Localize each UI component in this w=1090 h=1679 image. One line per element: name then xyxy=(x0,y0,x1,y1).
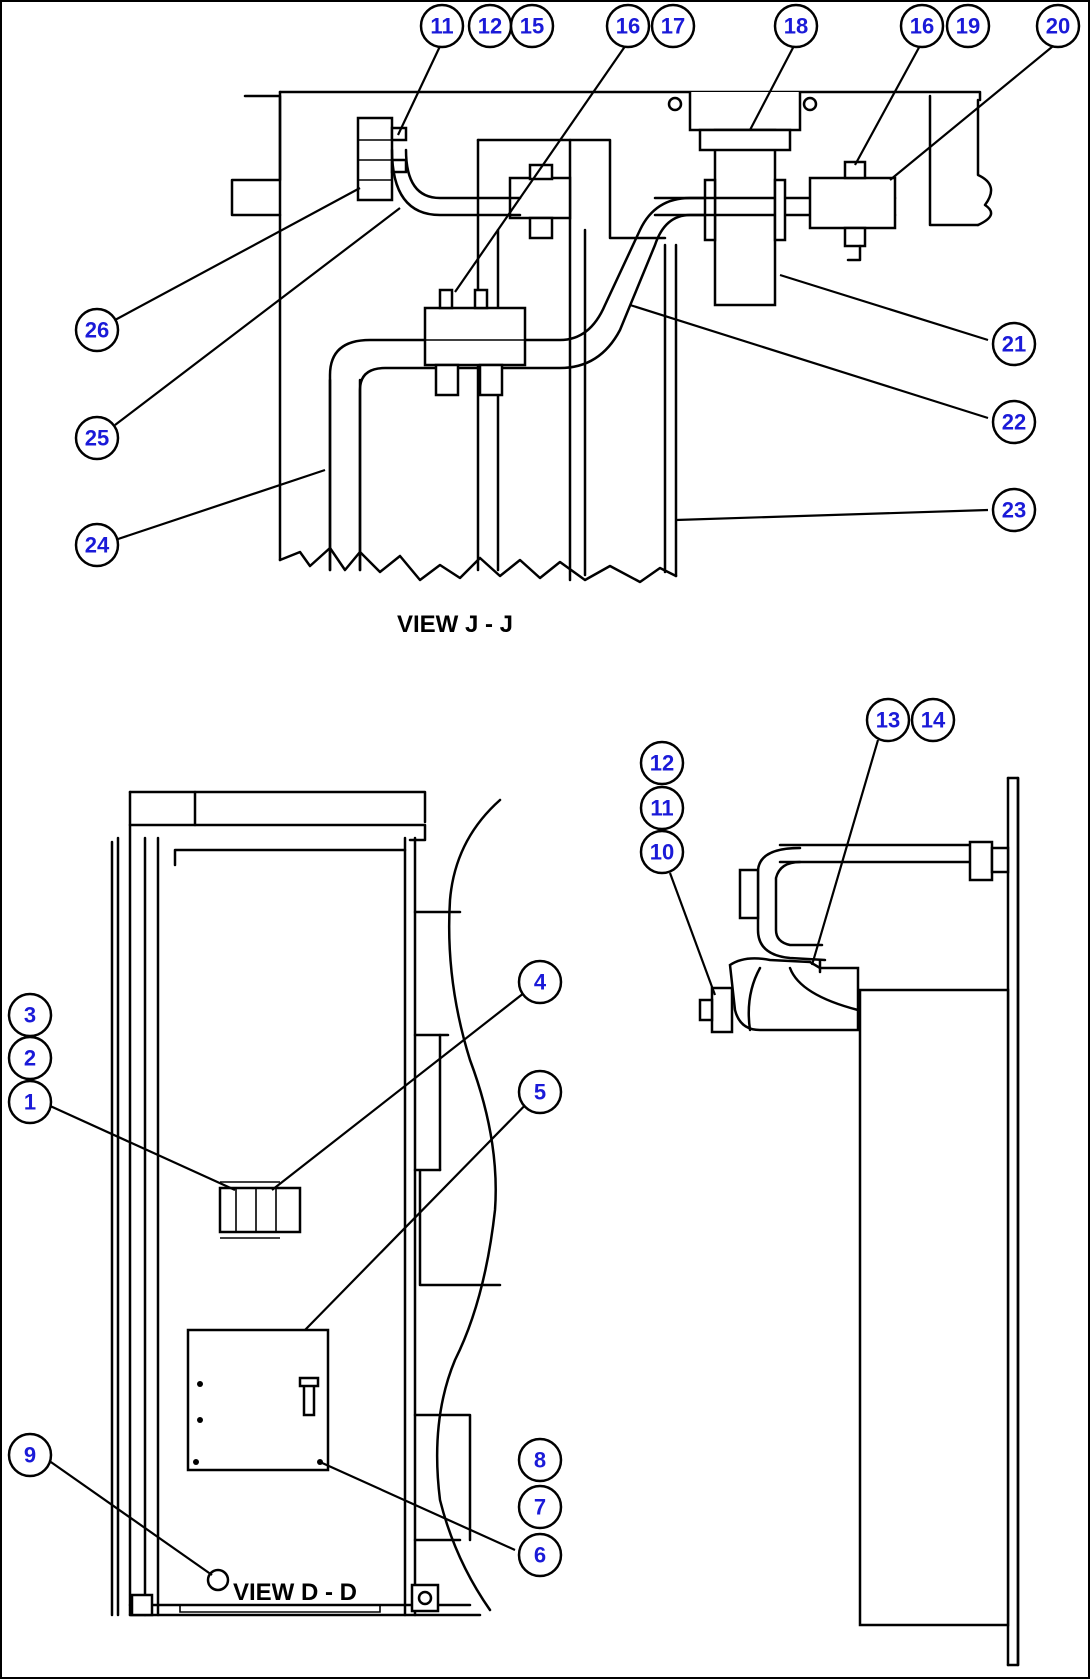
svg-text:15: 15 xyxy=(520,14,544,39)
svg-text:2: 2 xyxy=(24,1046,36,1071)
callout-25: 25 xyxy=(74,415,120,461)
callout-26: 26 xyxy=(74,307,120,353)
svg-text:4: 4 xyxy=(534,970,547,995)
callout-21: 21 xyxy=(991,321,1037,367)
view-j-j-leaders xyxy=(114,41,1059,542)
callout-7: 7 xyxy=(517,1484,563,1530)
callout-11: 11 xyxy=(639,785,685,831)
callout-10: 10 xyxy=(639,829,685,875)
view-d-d-leaders xyxy=(47,981,539,1576)
callout-20: 20 xyxy=(1035,3,1081,49)
svg-text:17: 17 xyxy=(661,14,685,39)
view-j-j-label: VIEW J - J xyxy=(397,611,513,638)
svg-text:14: 14 xyxy=(921,708,946,733)
svg-text:6: 6 xyxy=(534,1543,546,1568)
callout-16: 16 xyxy=(899,3,945,49)
side-detail-leaders xyxy=(668,739,880,996)
svg-text:8: 8 xyxy=(534,1448,546,1473)
svg-text:24: 24 xyxy=(85,533,110,558)
svg-text:16: 16 xyxy=(910,14,934,39)
callout-16: 16 xyxy=(605,3,651,49)
svg-text:22: 22 xyxy=(1002,410,1026,435)
callout-6: 6 xyxy=(517,1532,563,1578)
callout-9: 9 xyxy=(7,1432,53,1478)
callout-23: 23 xyxy=(991,487,1037,533)
callout-4: 4 xyxy=(517,959,563,1005)
svg-text:11: 11 xyxy=(430,14,453,39)
callout-14: 14 xyxy=(910,697,956,743)
svg-text:9: 9 xyxy=(24,1443,36,1468)
callout-13: 13 xyxy=(865,697,911,743)
svg-text:11: 11 xyxy=(650,796,673,821)
svg-text:10: 10 xyxy=(650,840,674,865)
svg-text:19: 19 xyxy=(956,14,980,39)
svg-text:7: 7 xyxy=(534,1495,546,1520)
side-detail-drawing xyxy=(698,776,1020,1667)
svg-text:3: 3 xyxy=(24,1003,36,1028)
svg-text:5: 5 xyxy=(534,1080,546,1105)
callout-12: 12 xyxy=(467,3,513,49)
svg-text:20: 20 xyxy=(1046,14,1070,39)
callout-2: 2 xyxy=(7,1035,53,1081)
svg-text:18: 18 xyxy=(784,14,808,39)
callout-1: 1 xyxy=(7,1079,53,1125)
svg-text:26: 26 xyxy=(85,318,109,343)
view-d-d-label: VIEW D - D xyxy=(233,1579,357,1606)
view-j-j-drawing xyxy=(230,90,993,584)
callout-12: 12 xyxy=(639,740,685,786)
callout-17: 17 xyxy=(650,3,696,49)
callout-18: 18 xyxy=(773,3,819,49)
callout-24: 24 xyxy=(74,522,120,568)
svg-text:12: 12 xyxy=(478,14,502,39)
callout-8: 8 xyxy=(517,1437,563,1483)
callout-22: 22 xyxy=(991,399,1037,445)
view-d-d-drawing xyxy=(110,790,502,1617)
svg-text:23: 23 xyxy=(1002,498,1026,523)
callout-11: 11 xyxy=(419,3,465,49)
callout-3: 3 xyxy=(7,992,53,1038)
callout-5: 5 xyxy=(517,1069,563,1115)
callout-15: 15 xyxy=(509,3,555,49)
svg-text:25: 25 xyxy=(85,426,109,451)
svg-text:12: 12 xyxy=(650,751,674,776)
svg-text:16: 16 xyxy=(616,14,640,39)
callout-19: 19 xyxy=(945,3,991,49)
svg-text:1: 1 xyxy=(24,1090,36,1115)
svg-text:13: 13 xyxy=(876,708,900,733)
svg-text:21: 21 xyxy=(1002,332,1026,357)
